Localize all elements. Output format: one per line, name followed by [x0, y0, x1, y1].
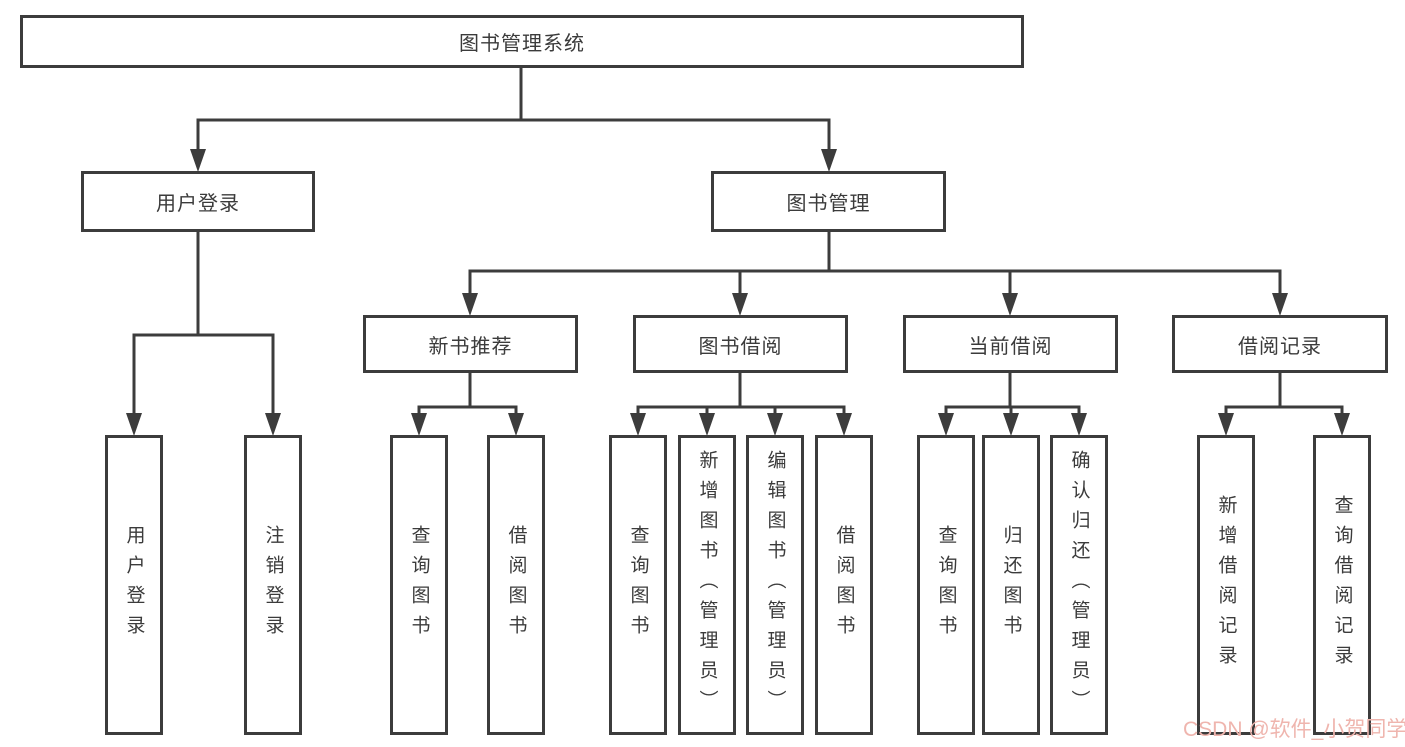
leaf-label: 新增图书（管理员） [696, 450, 718, 720]
node-new-book-recommend: 新书推荐 [363, 315, 578, 373]
node-borrow-records: 借阅记录 [1172, 315, 1388, 373]
leaf-label: 编辑图书（管理员） [764, 450, 786, 720]
leaf-label: 查询借阅记录 [1331, 495, 1353, 675]
leaf-label: 查询图书 [627, 525, 649, 645]
leaf-add-borrow-record: 新增借阅记录 [1197, 435, 1255, 735]
leaf-label: 借阅图书 [505, 525, 527, 645]
leaf-borrow-books: 借阅图书 [815, 435, 873, 735]
leaf-query-books: 查询图书 [609, 435, 667, 735]
node-label: 借阅记录 [1238, 335, 1322, 358]
leaf-edit-books-admin: 编辑图书（管理员） [746, 435, 804, 735]
leaf-logout: 注销登录 [244, 435, 302, 735]
leaf-query-borrow-record: 查询借阅记录 [1313, 435, 1371, 735]
node-label: 当前借阅 [968, 335, 1053, 358]
leaf-add-books-admin: 新增图书（管理员） [678, 435, 736, 735]
leaf-label: 借阅图书 [833, 525, 855, 645]
leaf-query-books: 查询图书 [390, 435, 448, 735]
node-user-login: 用户登录 [81, 171, 315, 232]
leaf-label: 归还图书 [1000, 525, 1022, 645]
leaf-query-books: 查询图书 [917, 435, 975, 735]
node-label: 图书管理 [786, 193, 871, 215]
leaf-return-books: 归还图书 [982, 435, 1040, 735]
node-book-borrow: 图书借阅 [633, 315, 848, 373]
node-current-borrow: 当前借阅 [903, 315, 1118, 373]
leaf-label: 新增借阅记录 [1215, 495, 1237, 675]
leaf-user-login: 用户登录 [105, 435, 163, 735]
leaf-label: 用户登录 [123, 525, 145, 645]
leaf-label: 查询图书 [935, 525, 957, 645]
leaf-label: 查询图书 [408, 525, 430, 645]
node-book-management: 图书管理 [711, 171, 946, 232]
node-label: 新书推荐 [428, 335, 513, 358]
node-label: 图书借阅 [698, 335, 783, 358]
leaf-confirm-return-admin: 确认归还（管理员） [1050, 435, 1108, 735]
leaf-label: 注销登录 [262, 525, 284, 645]
node-label: 图书管理系统 [459, 33, 585, 55]
node-label: 用户登录 [156, 193, 240, 215]
leaf-label: 确认归还（管理员） [1068, 450, 1090, 720]
csdn-watermark: CSDN @软件_小贺同学 [1183, 718, 1405, 741]
leaf-borrow-books: 借阅图书 [487, 435, 545, 735]
node-library-system: 图书管理系统 [20, 15, 1024, 68]
